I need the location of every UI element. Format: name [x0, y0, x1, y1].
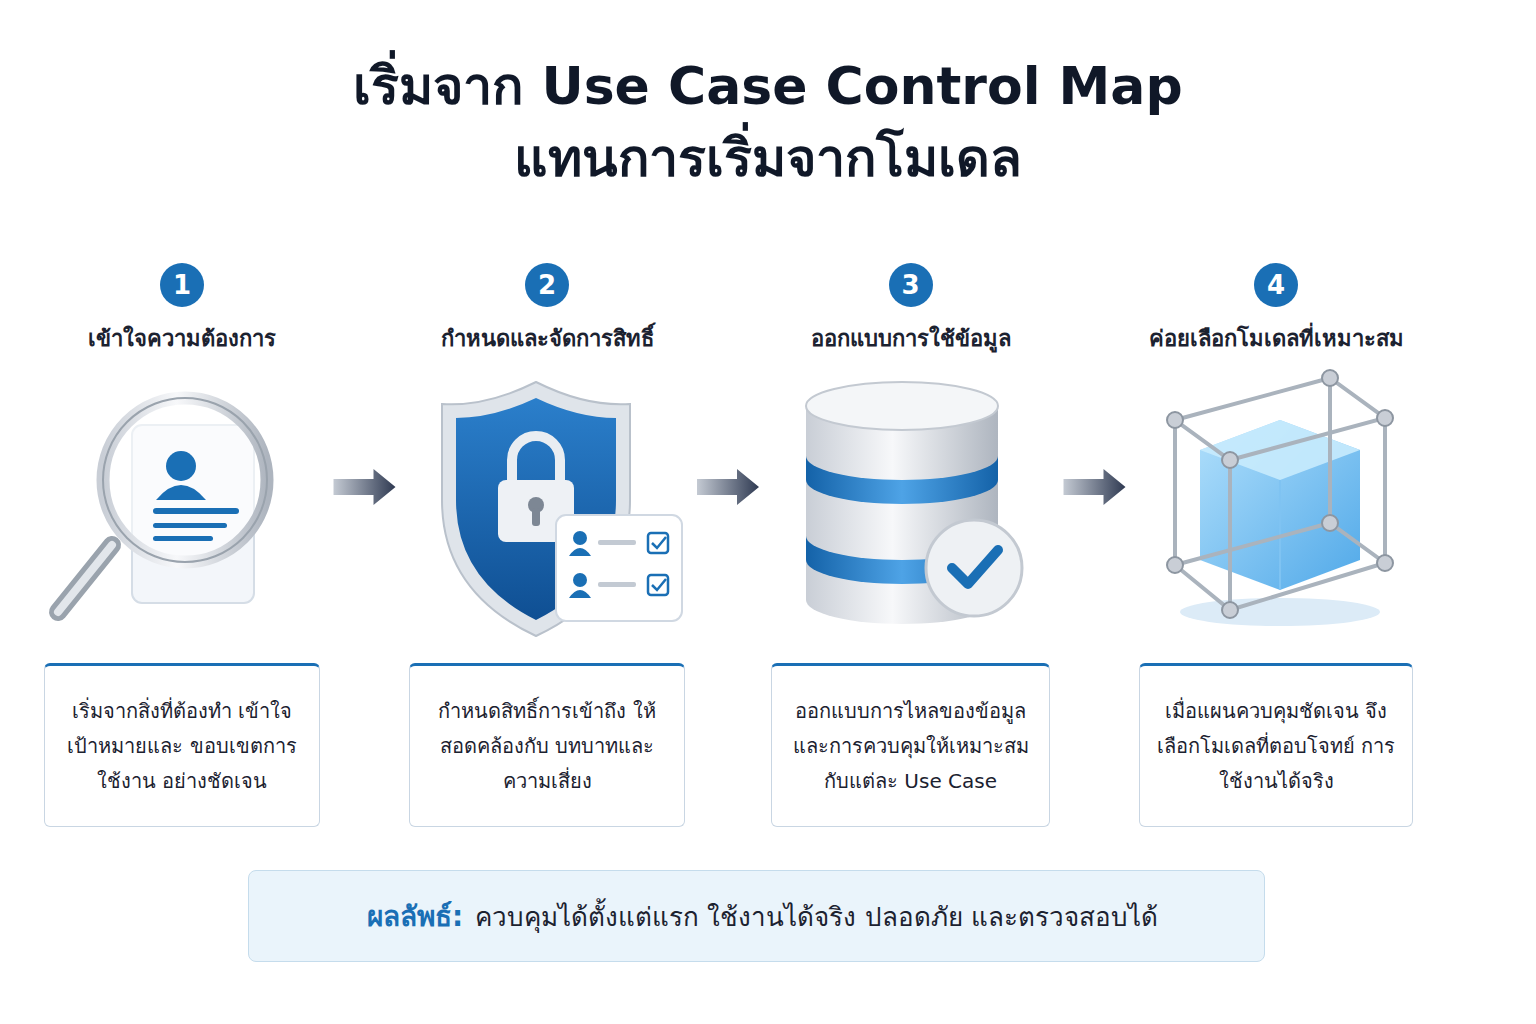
step-column: ค่อยเลือกโมเดลที่เหมาะสมเมื่อแผนควบคุมชั…	[1139, 263, 1413, 827]
magnifier-icon	[58, 398, 267, 612]
flow-arrow	[334, 469, 396, 505]
flow-arrow-shape	[697, 469, 759, 505]
step-body-box: ออกแบบการไหลของข้อมูล และการควบคุมให้เหม…	[771, 663, 1050, 827]
result-bar: ผลลัพธ์: ควบคุมได้ตั้งแต่แรก ใช้งานได้จริ…	[248, 870, 1265, 962]
cube-icon	[1167, 370, 1393, 626]
step-body: เริ่มจากสิ่งที่ต้องทำ เข้าใจเป้าหมายและ …	[57, 694, 307, 799]
step-number: 1	[160, 263, 204, 307]
step-heading: กำหนดและจัดการสิทธิ์	[389, 321, 705, 356]
step-column: ออกแบบการใช้ข้อมูลออกแบบการไหลของข้อมูล …	[771, 263, 1050, 827]
step-body-box: กำหนดสิทธิ์การเข้าถึง ให้สอดคล้องกับ บทบ…	[409, 663, 685, 827]
step-number: 3	[889, 263, 933, 307]
step-heading: เข้าใจความต้องการ	[24, 321, 340, 356]
flow-arrow	[1064, 469, 1126, 505]
step-body: เมื่อแผนควบคุมชัดเจน จึงเลือกโมเดลที่ตอบ…	[1152, 694, 1400, 799]
step-number-text: 4	[1267, 270, 1285, 300]
step-number-text: 3	[901, 270, 919, 300]
database-icon	[806, 382, 1022, 624]
diagram-title: เริ่มจาก Use Case Control Map แทนการเริ่…	[318, 50, 1218, 194]
step-body-box: เริ่มจากสิ่งที่ต้องทำ เข้าใจเป้าหมายและ …	[44, 663, 320, 827]
step-column: กำหนดและจัดการสิทธิ์กำหนดสิทธิ์การเข้าถึ…	[409, 263, 685, 827]
step-number-text: 1	[173, 270, 191, 300]
step-number: 2	[525, 263, 569, 307]
flow-arrow-shape	[334, 469, 396, 505]
step-heading: ออกแบบการใช้ข้อมูล	[751, 321, 1070, 356]
step-number-text: 2	[538, 270, 556, 300]
step-number: 4	[1254, 263, 1298, 307]
shield-lock-icon	[442, 382, 682, 636]
flow-arrow-shape	[1064, 469, 1126, 505]
step-column: เข้าใจความต้องการเริ่มจากสิ่งที่ต้องทำ เ…	[44, 263, 320, 827]
result-heading: ผลลัพธ์:	[367, 894, 463, 938]
step-body: กำหนดสิทธิ์การเข้าถึง ให้สอดคล้องกับ บทบ…	[422, 694, 672, 799]
step-heading: ค่อยเลือกโมเดลที่เหมาะสม	[1119, 321, 1433, 356]
step-body-box: เมื่อแผนควบคุมชัดเจน จึงเลือกโมเดลที่ตอบ…	[1139, 663, 1413, 827]
flow-arrow	[697, 469, 759, 505]
result-body: ควบคุมได้ตั้งแต่แรก ใช้งานได้จริง ปลอดภั…	[475, 896, 1158, 937]
step-body: ออกแบบการไหลของข้อมูล และการควบคุมให้เหม…	[784, 694, 1037, 799]
